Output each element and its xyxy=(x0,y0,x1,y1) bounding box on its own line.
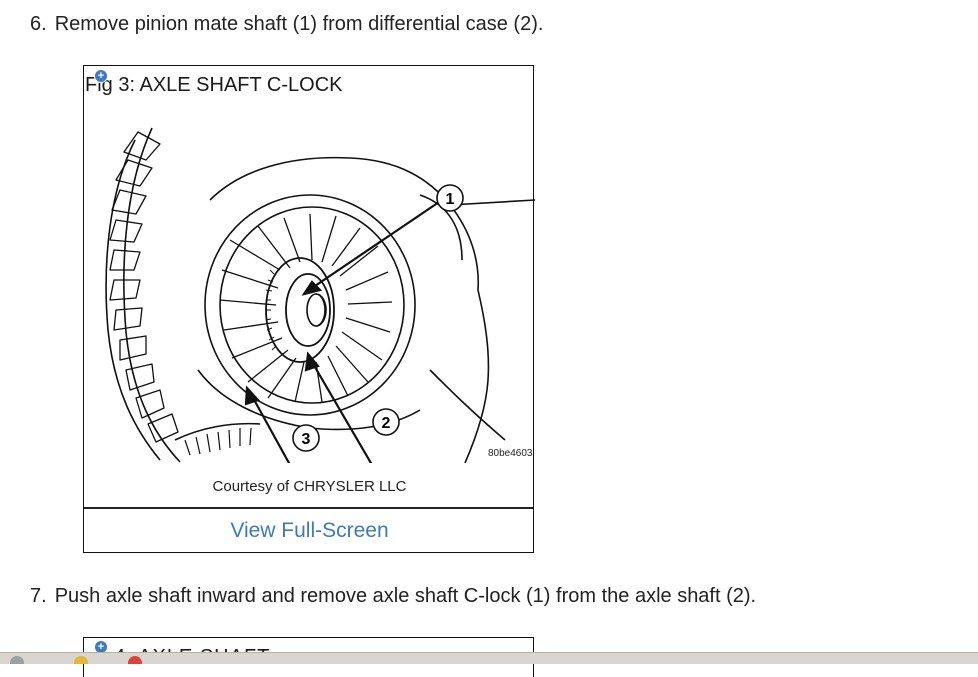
step-text: Remove pinion mate shaft (1) from differ… xyxy=(54,13,544,35)
figure-axle-shaft-c-lock: Fig 3: AXLE SHAFT C-LOCK + xyxy=(83,65,536,553)
app-icon[interactable] xyxy=(128,656,142,664)
step-number: 6. xyxy=(30,13,47,35)
image-code: 80be4603 xyxy=(488,448,533,459)
callout-1: 1 xyxy=(446,191,455,208)
callout-3: 3 xyxy=(302,431,311,448)
callout-2: 2 xyxy=(382,415,391,432)
step-number: 7. xyxy=(30,585,47,607)
step-text: Push axle shaft inward and remove axle s… xyxy=(54,585,757,607)
courtesy-caption: Courtesy of CHRYSLER LLC xyxy=(212,478,407,495)
figure-divider xyxy=(84,507,533,509)
step-7: 7. Push axle shaft inward and remove axle… xyxy=(30,585,756,608)
view-full-screen-link[interactable]: View Full-Screen xyxy=(230,519,389,542)
step-6: 6. Remove pinion mate shaft (1) from diff… xyxy=(30,13,543,36)
app-icon[interactable] xyxy=(10,656,24,664)
expand-plus-icon[interactable]: + xyxy=(95,70,107,82)
app-icon[interactable] xyxy=(74,656,88,664)
taskbar xyxy=(0,652,978,664)
expand-plus-icon[interactable]: + xyxy=(95,641,107,653)
differential-illustration: 1 2 3 80be4603 xyxy=(105,127,536,463)
figure-title: Fig 3: AXLE SHAFT C-LOCK xyxy=(85,74,343,96)
